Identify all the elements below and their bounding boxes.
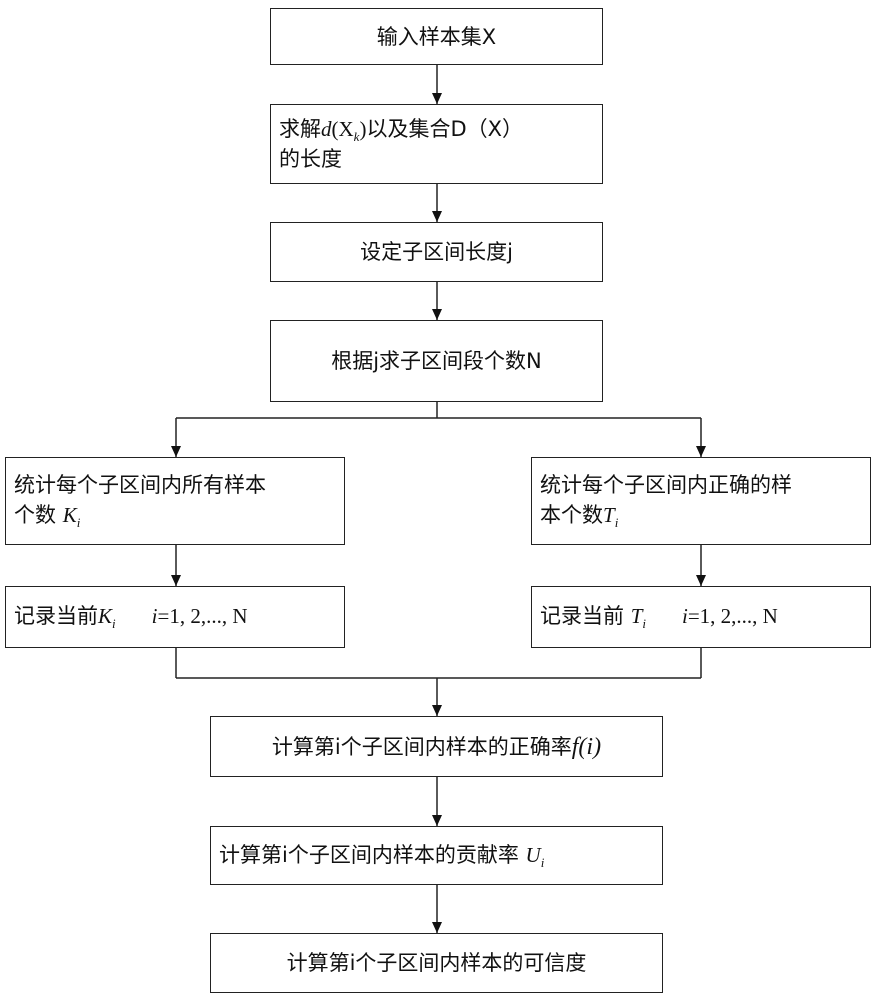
count-all-line1: 统计每个子区间内所有样本 [14, 473, 266, 497]
node-compute-accuracy: 计算第i个子区间内样本的正确率f(i) [210, 716, 663, 777]
node-count-correct-samples: 统计每个子区间内正确的样 本个数Ti [531, 457, 871, 545]
node-count-all-samples: 统计每个子区间内所有样本 个数 Ki [5, 457, 345, 545]
node-count-segments-label: 根据j求子区间段个数N [331, 349, 542, 373]
node-set-interval-label: 设定子区间长度j [360, 240, 513, 264]
node-solve-length: 求解d(Xk)以及集合D（X） 的长度 [270, 104, 603, 184]
solve-line1: 求解d(Xk)以及集合D（X） [279, 117, 524, 145]
count-correct-line1: 统计每个子区间内正确的样 [540, 473, 792, 497]
node-input-label: 输入样本集X [376, 24, 497, 49]
node-input-sample-set: 输入样本集X [270, 8, 603, 65]
count-correct-line2: 本个数Ti [540, 503, 619, 531]
node-count-segments: 根据j求子区间段个数N [270, 320, 603, 402]
count-all-line2: 个数 Ki [14, 503, 81, 531]
credibility-label: 计算第i个子区间内样本的可信度 [286, 951, 587, 975]
node-compute-credibility: 计算第i个子区间内样本的可信度 [210, 933, 663, 993]
node-compute-contribution: 计算第i个子区间内样本的贡献率 Ui [210, 826, 663, 885]
solve-line2: 的长度 [279, 147, 342, 171]
node-set-interval-length: 设定子区间长度j [270, 222, 603, 282]
accuracy-label: 计算第i个子区间内样本的正确率f(i) [271, 733, 602, 760]
